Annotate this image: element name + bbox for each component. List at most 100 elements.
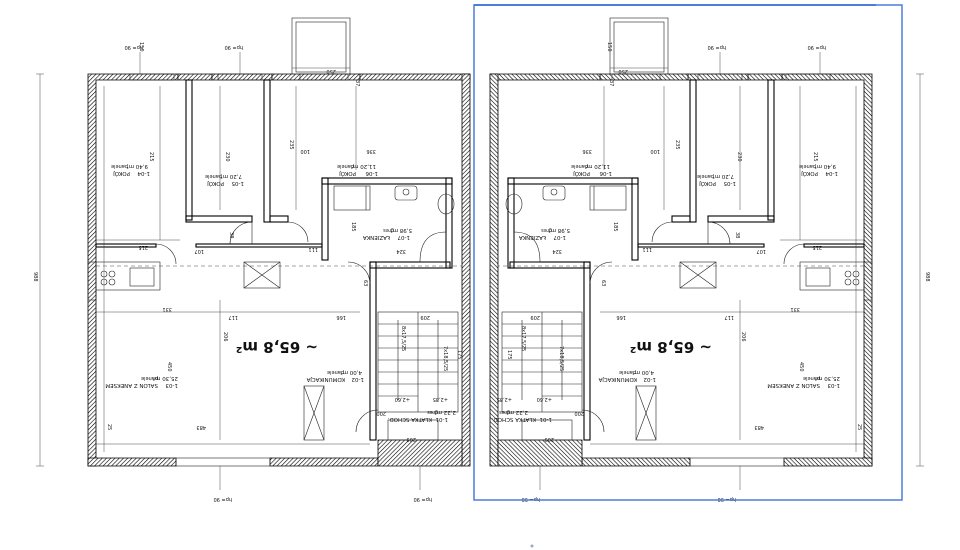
level-mark: +2,85 — [497, 396, 512, 402]
room-name: POKÓJ — [801, 170, 818, 177]
room-name: SALON Z ANEKSEM — [105, 382, 158, 388]
unit-left-labels: ~ 65,8 m² 1-04 POKÓJ 9,40 m² panele 1-05… — [105, 42, 462, 442]
dim-label: 324 — [552, 248, 562, 254]
dim-label: 215 — [812, 244, 822, 250]
room-floor: panele — [799, 163, 816, 169]
dim-label: 250 — [618, 68, 628, 74]
level-mark: +2,60 — [395, 396, 410, 402]
window-height-tr: hp= 90 — [708, 44, 726, 50]
room-name: POKÓJ — [207, 180, 224, 187]
dim-label: 250 — [326, 68, 336, 74]
room-floor: panele — [111, 163, 128, 169]
room-floor: gres — [541, 227, 552, 233]
window-height-tl: hp= 90 — [125, 44, 143, 50]
dim-label: 215 — [138, 244, 148, 250]
dim-label: 166 — [336, 314, 346, 320]
dim-label: 235 — [288, 140, 294, 150]
dim-label: 100 — [300, 148, 310, 154]
dim-label: 38 — [228, 232, 234, 238]
dim-label: 331 — [162, 306, 172, 312]
room-floor: gres — [499, 409, 510, 415]
stairs-spec: 8x17,5/25 — [520, 326, 526, 351]
dim-label: 38 — [734, 232, 740, 238]
dim-label: 450 — [166, 362, 172, 372]
window-height-br2: hp= 90 — [718, 496, 736, 502]
dim-label: 206 — [740, 332, 746, 342]
dim-label: 200 — [376, 410, 386, 416]
room-id: 1-03 — [827, 382, 840, 388]
overall-height-right: 988 — [924, 272, 930, 282]
window-height-br: hp= 90 — [522, 496, 540, 502]
dim-label: 166 — [616, 314, 626, 320]
room-name: POKÓJ — [339, 170, 356, 177]
room-floor: panele — [327, 369, 344, 375]
room-floor: panele — [141, 375, 158, 381]
dim-label: 324 — [396, 248, 406, 254]
room-id: 1-05 — [723, 180, 736, 186]
stairs-spec: 7x18,5/25 — [558, 346, 564, 371]
room-area: 2,22 m² — [506, 409, 528, 416]
room-floor: panele — [803, 375, 820, 381]
dim-label: 200 — [574, 410, 584, 416]
room-id: 1-07 — [553, 234, 566, 240]
room-id: 1-02 — [352, 376, 364, 382]
dim-label: 209 — [406, 436, 416, 442]
dim-label: 175 — [456, 350, 462, 360]
dim-label: 111 — [308, 246, 318, 252]
unit-area-total: ~ 65,8 m² — [236, 338, 318, 356]
window-height-bl: hp= 90 — [214, 496, 232, 502]
room-name: SALON Z ANEKSEM — [767, 382, 820, 388]
room-area: 5,98 m² — [390, 227, 412, 234]
dim-label: 185 — [350, 222, 356, 232]
dim-label: 230 — [224, 152, 230, 162]
room-id: 1-03 — [165, 382, 178, 388]
room-floor: panele — [337, 163, 354, 169]
room-floor: panele — [205, 173, 222, 179]
dim-label: 63 — [600, 280, 606, 286]
unit-right-labels: ~ 65,8 m² 1-04 POKÓJ 9,40 m² panele 1-05… — [491, 42, 862, 442]
dim-label: 63 — [362, 280, 368, 286]
dim-label: 100 — [650, 148, 660, 154]
dim-label: 117 — [228, 314, 238, 320]
room-area: 7,20 m² — [220, 173, 242, 180]
dim-label: 209 — [544, 436, 554, 442]
level-mark: +2,85 — [433, 396, 448, 402]
level-mark: +2,60 — [537, 396, 552, 402]
room-name: KLATKA SCHOD. — [491, 416, 536, 422]
dim-label: 150 — [606, 42, 612, 52]
room-area: 4,00 m² — [340, 369, 362, 376]
dim-label: 37 — [608, 80, 614, 86]
window-height-tr2: hp= 90 — [808, 44, 826, 50]
dim-label: 483 — [754, 424, 764, 430]
room-floor: panele — [571, 163, 588, 169]
room-name: ŁAZIENKA — [363, 234, 391, 240]
dim-label: 215 — [812, 152, 818, 162]
room-area: 9,40 m² — [814, 163, 836, 170]
stairs-spec: 8x17,5/25 — [400, 326, 406, 351]
room-area: 4,00 m² — [632, 369, 654, 376]
unit-area-total: ~ 65,8 m² — [630, 338, 712, 356]
room-id: 1-01 — [436, 416, 448, 422]
room-name: POKÓJ — [699, 180, 716, 187]
room-area: 5,98 m² — [548, 227, 570, 234]
room-area: 11,20 m² — [351, 163, 376, 170]
dim-label: 215 — [148, 152, 154, 162]
room-area: 11,20 m² — [585, 163, 610, 170]
room-id: 1-06 — [365, 170, 378, 176]
room-id: 1-04 — [825, 170, 838, 176]
dim-label: 235 — [674, 140, 680, 150]
room-name: KOMUNIKACJA — [306, 376, 345, 382]
room-area: 7,20 m² — [712, 173, 734, 180]
room-id: 1-05 — [231, 180, 244, 186]
dim-label: 25 — [106, 424, 112, 430]
room-id: 1-07 — [397, 234, 410, 240]
dim-label: 107 — [756, 248, 766, 254]
room-floor: gres — [427, 409, 438, 415]
room-area: 9,40 m² — [126, 163, 148, 170]
dim-label: 111 — [642, 246, 652, 252]
dim-label: 230 — [736, 152, 742, 162]
dim-label: 336 — [582, 148, 592, 154]
room-name: KLATKA SCHOD. — [387, 416, 432, 422]
dim-label: 37 — [354, 80, 360, 86]
